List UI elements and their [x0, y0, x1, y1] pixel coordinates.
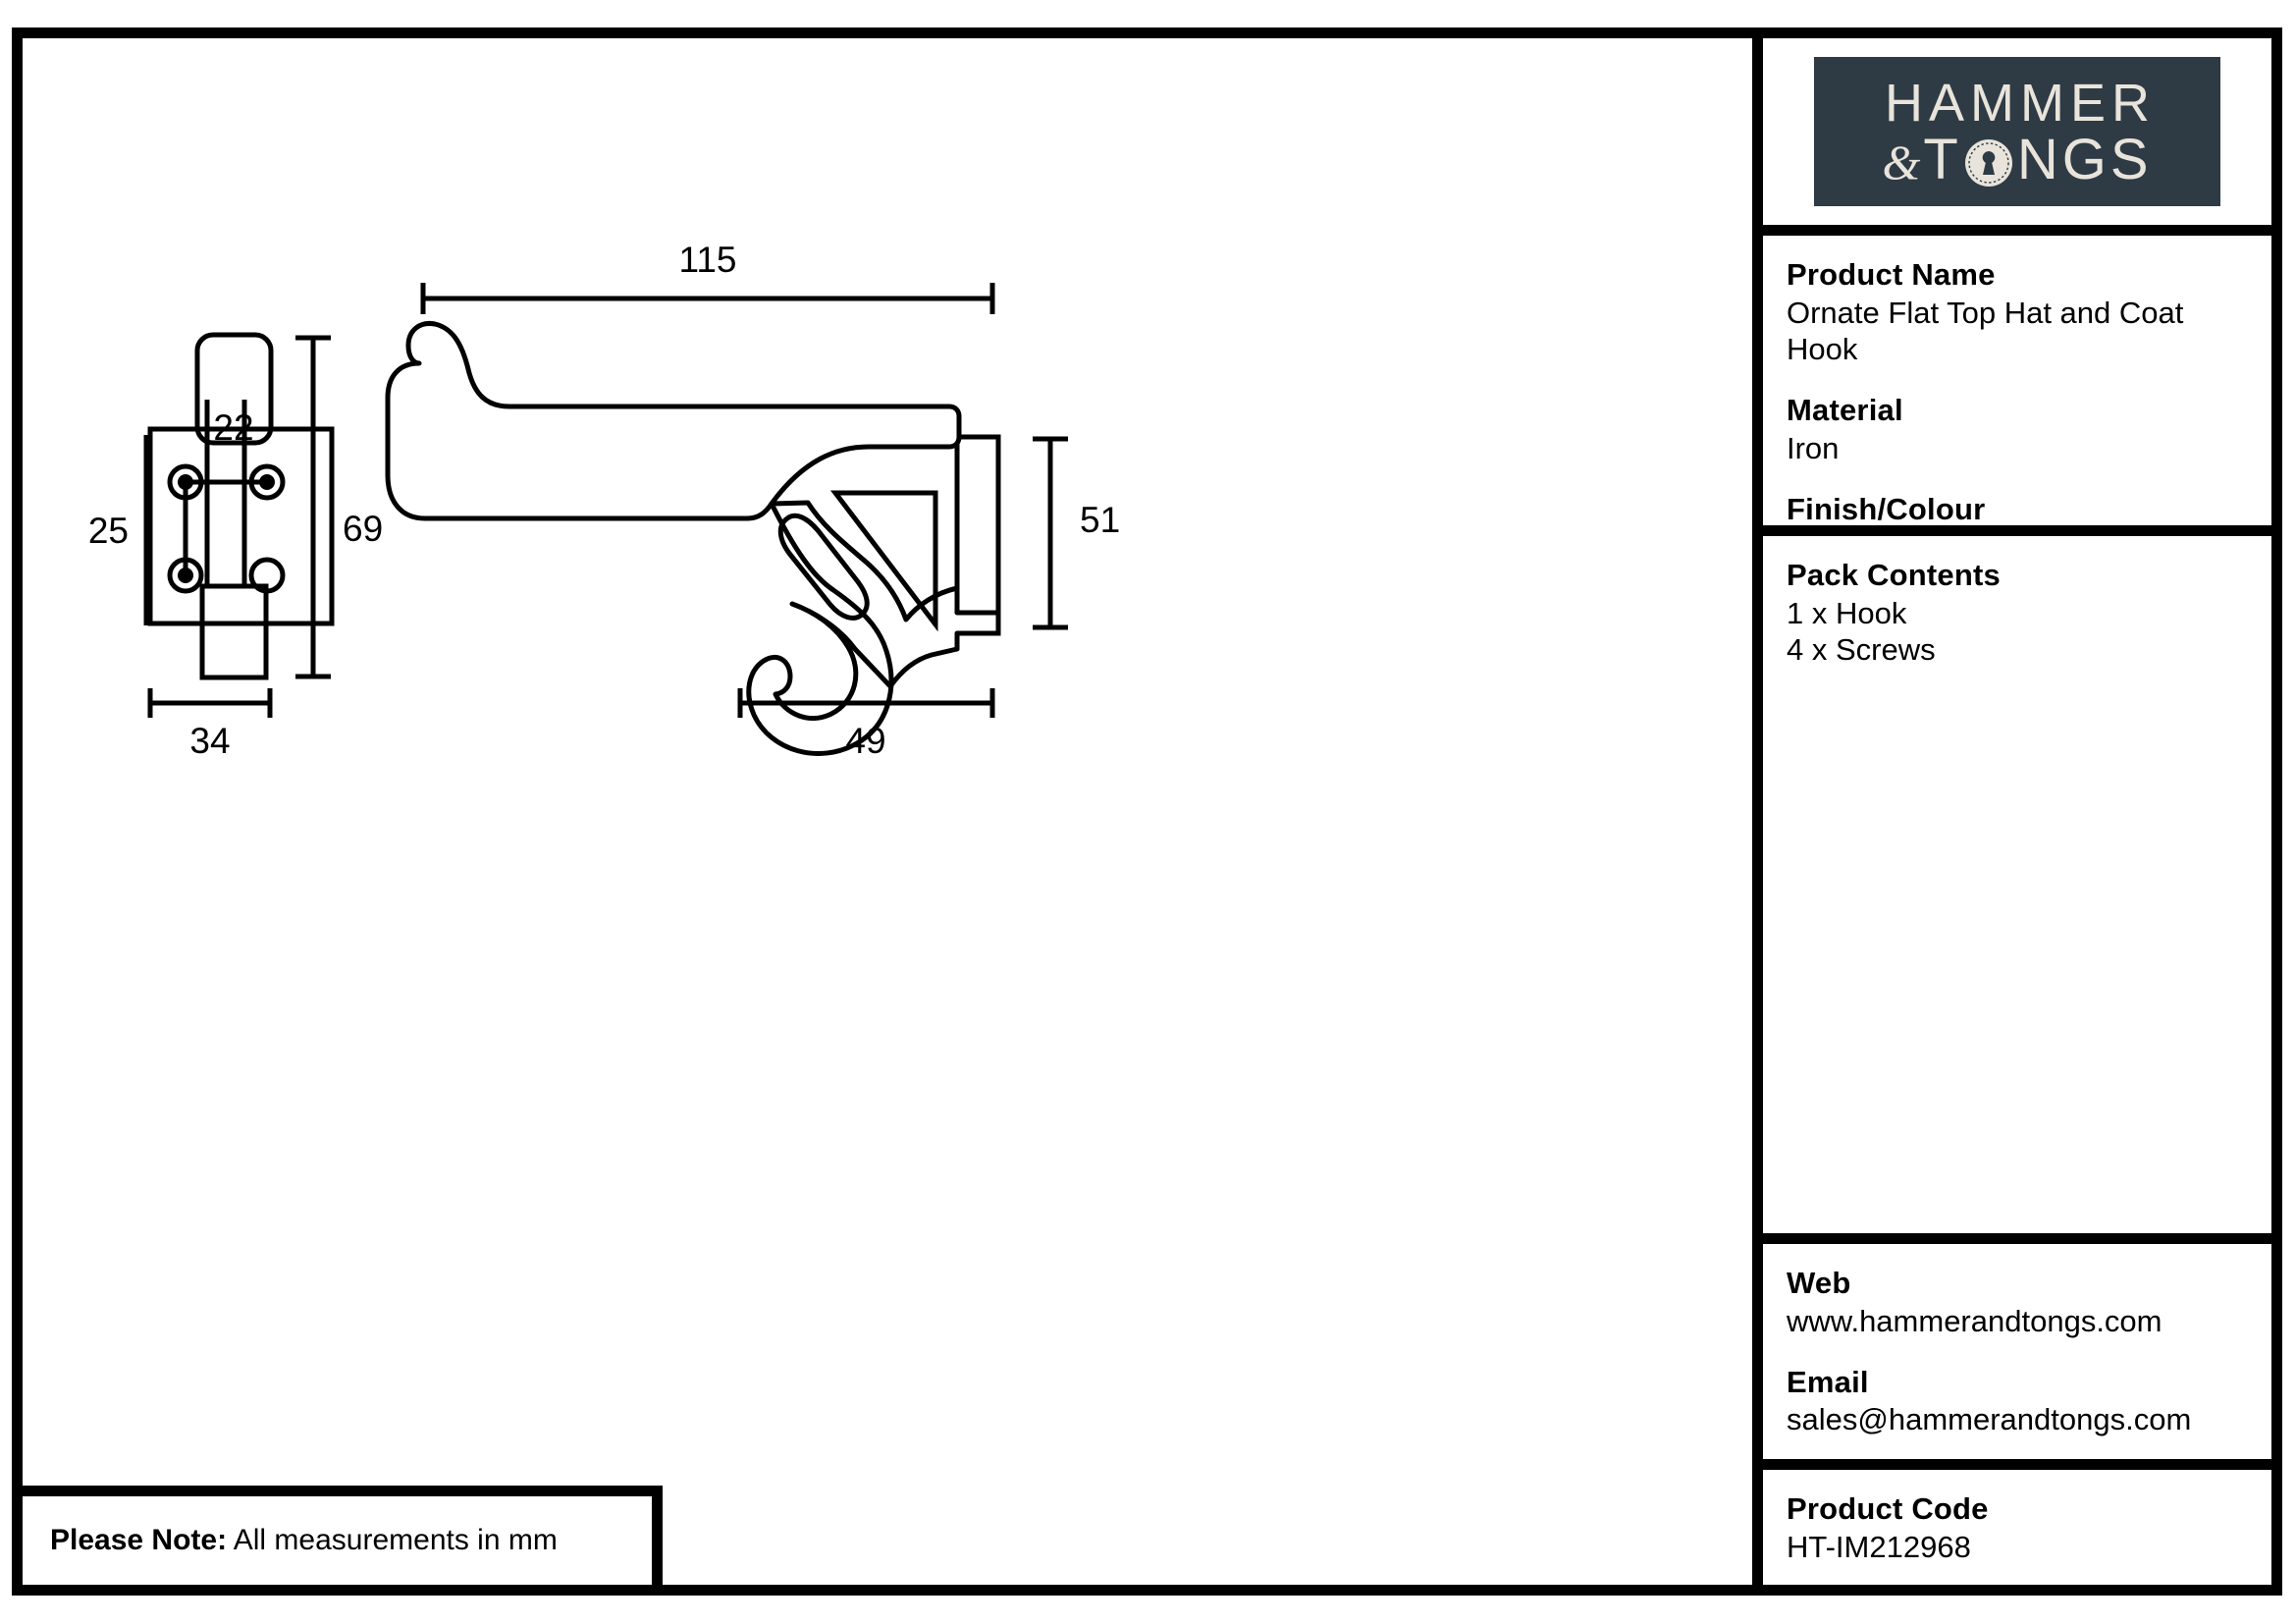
drawing-canvas: 22 25 69 34: [23, 38, 1752, 1585]
dimension-69: 69: [295, 335, 383, 679]
web-label: Web: [1787, 1266, 1851, 1300]
email-label: Email: [1787, 1364, 1869, 1399]
material-value: Iron: [1787, 430, 1840, 465]
dimension-69-label: 69: [343, 509, 383, 549]
dimension-34-label: 34: [189, 721, 230, 761]
side-view-backplate: [954, 434, 1001, 636]
dimension-25-label: 25: [88, 511, 129, 551]
hook-profile-outline: [385, 320, 962, 521]
logo-panel: HAMMER & T NGS: [1763, 38, 2271, 225]
product-name-line-2: Hook: [1787, 331, 1858, 366]
dimension-51: 51: [1033, 436, 1120, 630]
bottom-block: [199, 583, 269, 680]
dimension-115: 115: [420, 240, 995, 314]
flat-top-block: [194, 332, 274, 446]
front-view-group: [147, 332, 335, 680]
dimension-49: 49: [737, 688, 995, 761]
finish-label: Finish/Colour: [1787, 491, 1986, 526]
email-value[interactable]: sales@hammerandtongs.com: [1787, 1402, 2192, 1437]
technical-drawing-svg: 22 25 69 34: [88, 240, 1120, 761]
please-note-text: Please Note: All measurements in mm: [50, 1524, 558, 1557]
product-code-panel: Product Code HT-IM212968: [1763, 1459, 2271, 1585]
material-label: Material: [1787, 393, 1903, 428]
info-column: HAMMER & T NGS Product Name: [1752, 27, 2282, 1596]
product-name-value: Ornate Flat Top Hat and Coat Hook: [1787, 295, 2248, 367]
pack-contents-value: 1 x Hook 4 x Screws: [1787, 595, 2248, 668]
dimension-22: 22: [213, 407, 253, 448]
product-name-label: Product Name: [1787, 257, 1996, 292]
contact-panel: Web www.hammerandtongs.com Email sales@h…: [1763, 1233, 2271, 1459]
dimension-115-label: 115: [679, 240, 737, 280]
dimension-34: 34: [147, 688, 273, 761]
dimension-22-label: 22: [213, 407, 253, 448]
product-code-label: Product Code: [1787, 1491, 1989, 1526]
keyhole-icon: [1964, 138, 2013, 188]
please-note-label: Please Note:: [50, 1524, 228, 1556]
screw-hole-bottom-right: [248, 557, 286, 594]
dimension-25: 25: [88, 435, 149, 625]
logo-letter-t: T: [1923, 128, 1962, 191]
logo-text-hammer: HAMMER: [1885, 74, 2156, 133]
backplate-outline: [147, 426, 335, 626]
web-value[interactable]: www.hammerandtongs.com: [1787, 1303, 2163, 1338]
dimension-51-label: 51: [1080, 500, 1120, 540]
decorative-oval: [777, 513, 870, 621]
pack-item-0: 1 x Hook: [1787, 595, 1907, 630]
pack-contents-label: Pack Contents: [1787, 558, 2001, 592]
product-name-line-1: Ornate Flat Top Hat and Coat: [1787, 295, 2184, 330]
dimension-49-label: 49: [845, 721, 885, 761]
please-note-body: All measurements in mm: [227, 1524, 558, 1556]
decorative-triangle: [829, 490, 938, 632]
pack-item-1: 4 x Screws: [1787, 631, 1936, 667]
please-note-box: Please Note: All measurements in mm: [12, 1486, 663, 1596]
logo-letters-ngs: NGS: [2016, 128, 2153, 191]
ampersand-glyph: &: [1882, 135, 1921, 189]
product-code-value: HT-IM212968: [1787, 1529, 1971, 1564]
specifications-panel: Product Name Ornate Flat Top Hat and Coa…: [1763, 225, 2271, 564]
logo-text-tongs-row: & T NGS: [1882, 132, 2152, 189]
pack-contents-panel: Pack Contents 1 x Hook 4 x Screws: [1763, 525, 2271, 1233]
brand-logo: HAMMER & T NGS: [1814, 57, 2220, 206]
